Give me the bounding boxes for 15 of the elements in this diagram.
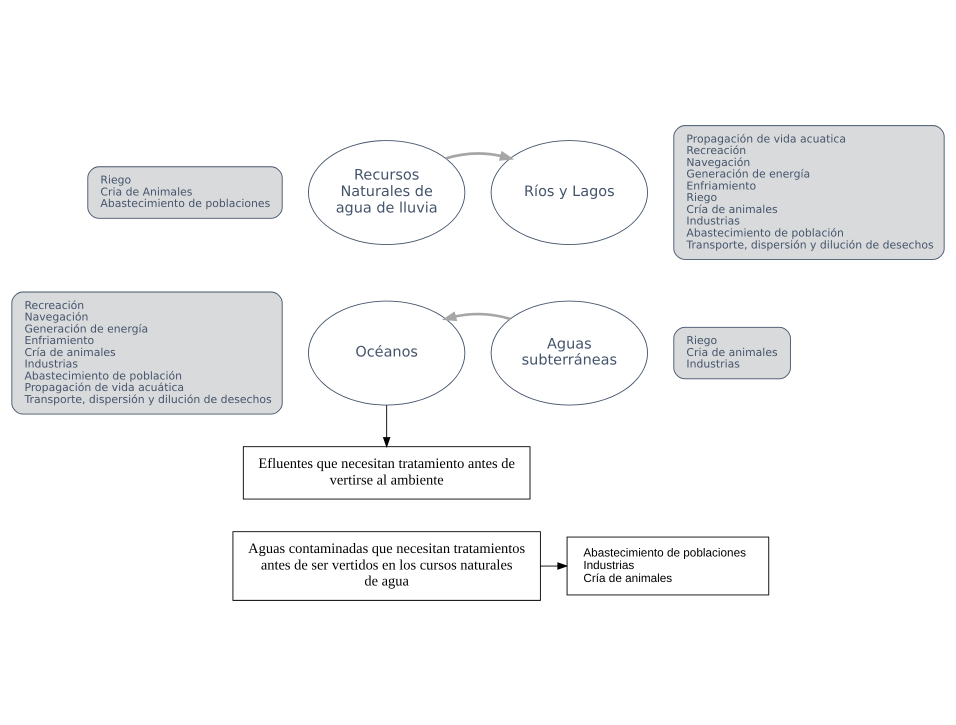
arrow: [540, 562, 568, 570]
arrow: [442, 310, 511, 321]
node-ellipse: Océanos: [308, 300, 466, 405]
node-box: Efluentes que necesitan tratamiento antes de vertirse al ambiente: [242, 446, 530, 500]
node-box: Riego Cria de Animales Abastecimiento de poblaciones: [87, 166, 283, 218]
node-box: Riego Cria de animales Industrias: [673, 326, 791, 379]
node-box: Recreación Navegación Generación de energía Enfriamiento Cría de animales Industrias Abastecimiento de población Propagación de vida acuática Transporte, dispersión y dilución de desechos: [11, 291, 283, 414]
node-ellipse: Ríos y Lagos: [490, 140, 648, 244]
node-ellipse: Aguas subterráneas: [490, 300, 648, 405]
arrow: [446, 150, 514, 160]
node-box: Abastecimiento de poblaciones Industrias Cría de animales: [566, 536, 770, 595]
node-box: Aguas contaminadas que necesitan tratamientos antes de ser vertidos en los cursos naturales de agua: [232, 530, 541, 600]
arrow: [382, 404, 390, 448]
node-ellipse: Recursos Naturales de agua de lluvia: [308, 140, 466, 244]
node-box: Propagación de vida acuatica Recreación Navegación Generación de energía Enfriamiento Riego Cría de animales Industrias Abastecimiento de población Transporte, dispersión y dilución de desechos: [673, 124, 945, 260]
